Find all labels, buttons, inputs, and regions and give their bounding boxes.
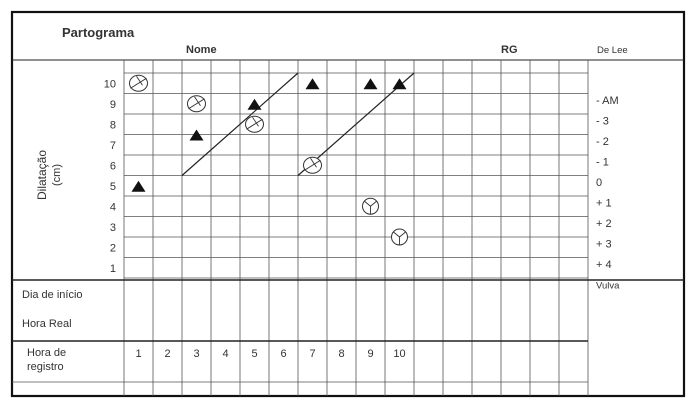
delee-scale: - AM - 3 - 2 - 1 0 + 1 + 2 + 3 + 4 Vulva bbox=[596, 95, 620, 292]
hour-number: 7 bbox=[309, 348, 315, 360]
delee-scale-label: + 1 bbox=[596, 198, 612, 210]
dilation-triangle-mark bbox=[131, 180, 146, 192]
delee-scale-label: + 2 bbox=[596, 218, 612, 230]
y-tick-label: 9 bbox=[110, 99, 116, 111]
fetal-position-y-circle bbox=[391, 228, 408, 246]
y-tick-label: 7 bbox=[110, 140, 116, 152]
dilation-triangle-mark bbox=[305, 78, 320, 90]
delee-scale-label: - 2 bbox=[596, 136, 609, 148]
hour-number: 8 bbox=[338, 348, 344, 360]
y-axis-label-line1: Dilatação bbox=[35, 150, 49, 200]
fetal-position-circle bbox=[187, 95, 206, 113]
dilatation-grid bbox=[12, 60, 684, 396]
dilation-triangle-mark bbox=[363, 78, 378, 90]
delee-scale-label: - AM bbox=[596, 95, 619, 107]
hour-number: 2 bbox=[164, 348, 170, 360]
fetal-position-circle bbox=[245, 115, 264, 133]
delee-scale-label: + 3 bbox=[596, 239, 612, 251]
y-axis-ticks: 10 9 8 7 6 5 4 3 2 1 bbox=[104, 78, 116, 275]
hour-number: 5 bbox=[251, 348, 257, 360]
y-tick-label: 10 bbox=[104, 78, 116, 90]
dilation-triangle-mark bbox=[247, 98, 262, 110]
delee-scale-label: 0 bbox=[596, 177, 602, 189]
delee-scale-label: Vulva bbox=[596, 281, 620, 292]
delee-scale-label: + 4 bbox=[596, 259, 612, 271]
fetal-position-circle bbox=[129, 74, 148, 92]
delee-label: De Lee bbox=[597, 45, 628, 56]
fetal-position-y-circle bbox=[362, 197, 379, 215]
rg-label: RG bbox=[501, 44, 518, 56]
hour-number: 10 bbox=[393, 348, 405, 360]
y-tick-label: 5 bbox=[110, 181, 116, 193]
hour-number: 3 bbox=[193, 348, 199, 360]
dilation-triangle-mark bbox=[392, 78, 407, 90]
start-day-label: Dia de início bbox=[22, 289, 83, 301]
registration-time-label-2: registro bbox=[27, 361, 64, 373]
alert-line bbox=[181, 72, 299, 176]
name-label: Nome bbox=[186, 44, 217, 56]
hour-number: 6 bbox=[280, 348, 286, 360]
y-tick-label: 4 bbox=[110, 201, 116, 213]
hour-number: 9 bbox=[367, 348, 373, 360]
partogram-title: Partograma bbox=[62, 25, 135, 40]
registration-time-label-1: Hora de bbox=[27, 347, 66, 359]
outer-frame bbox=[10, 10, 686, 398]
hour-number: 4 bbox=[222, 348, 228, 360]
y-axis-label-line2: (cm) bbox=[51, 164, 63, 186]
y-tick-label: 2 bbox=[110, 242, 116, 254]
fetal-position-circle bbox=[303, 156, 322, 174]
chart-marks bbox=[129, 72, 415, 246]
real-time-label: Hora Real bbox=[22, 318, 72, 330]
delee-scale-label: - 1 bbox=[596, 157, 609, 169]
hour-number: 1 bbox=[135, 348, 141, 360]
hour-numbers: 1 2 3 4 5 6 7 8 9 10 bbox=[135, 348, 405, 360]
y-tick-label: 8 bbox=[110, 119, 116, 131]
y-tick-label: 3 bbox=[110, 222, 116, 234]
delee-scale-label: - 3 bbox=[596, 116, 609, 128]
y-tick-label: 1 bbox=[110, 263, 116, 275]
y-tick-label: 6 bbox=[110, 160, 116, 172]
dilation-triangle-mark bbox=[189, 129, 204, 141]
